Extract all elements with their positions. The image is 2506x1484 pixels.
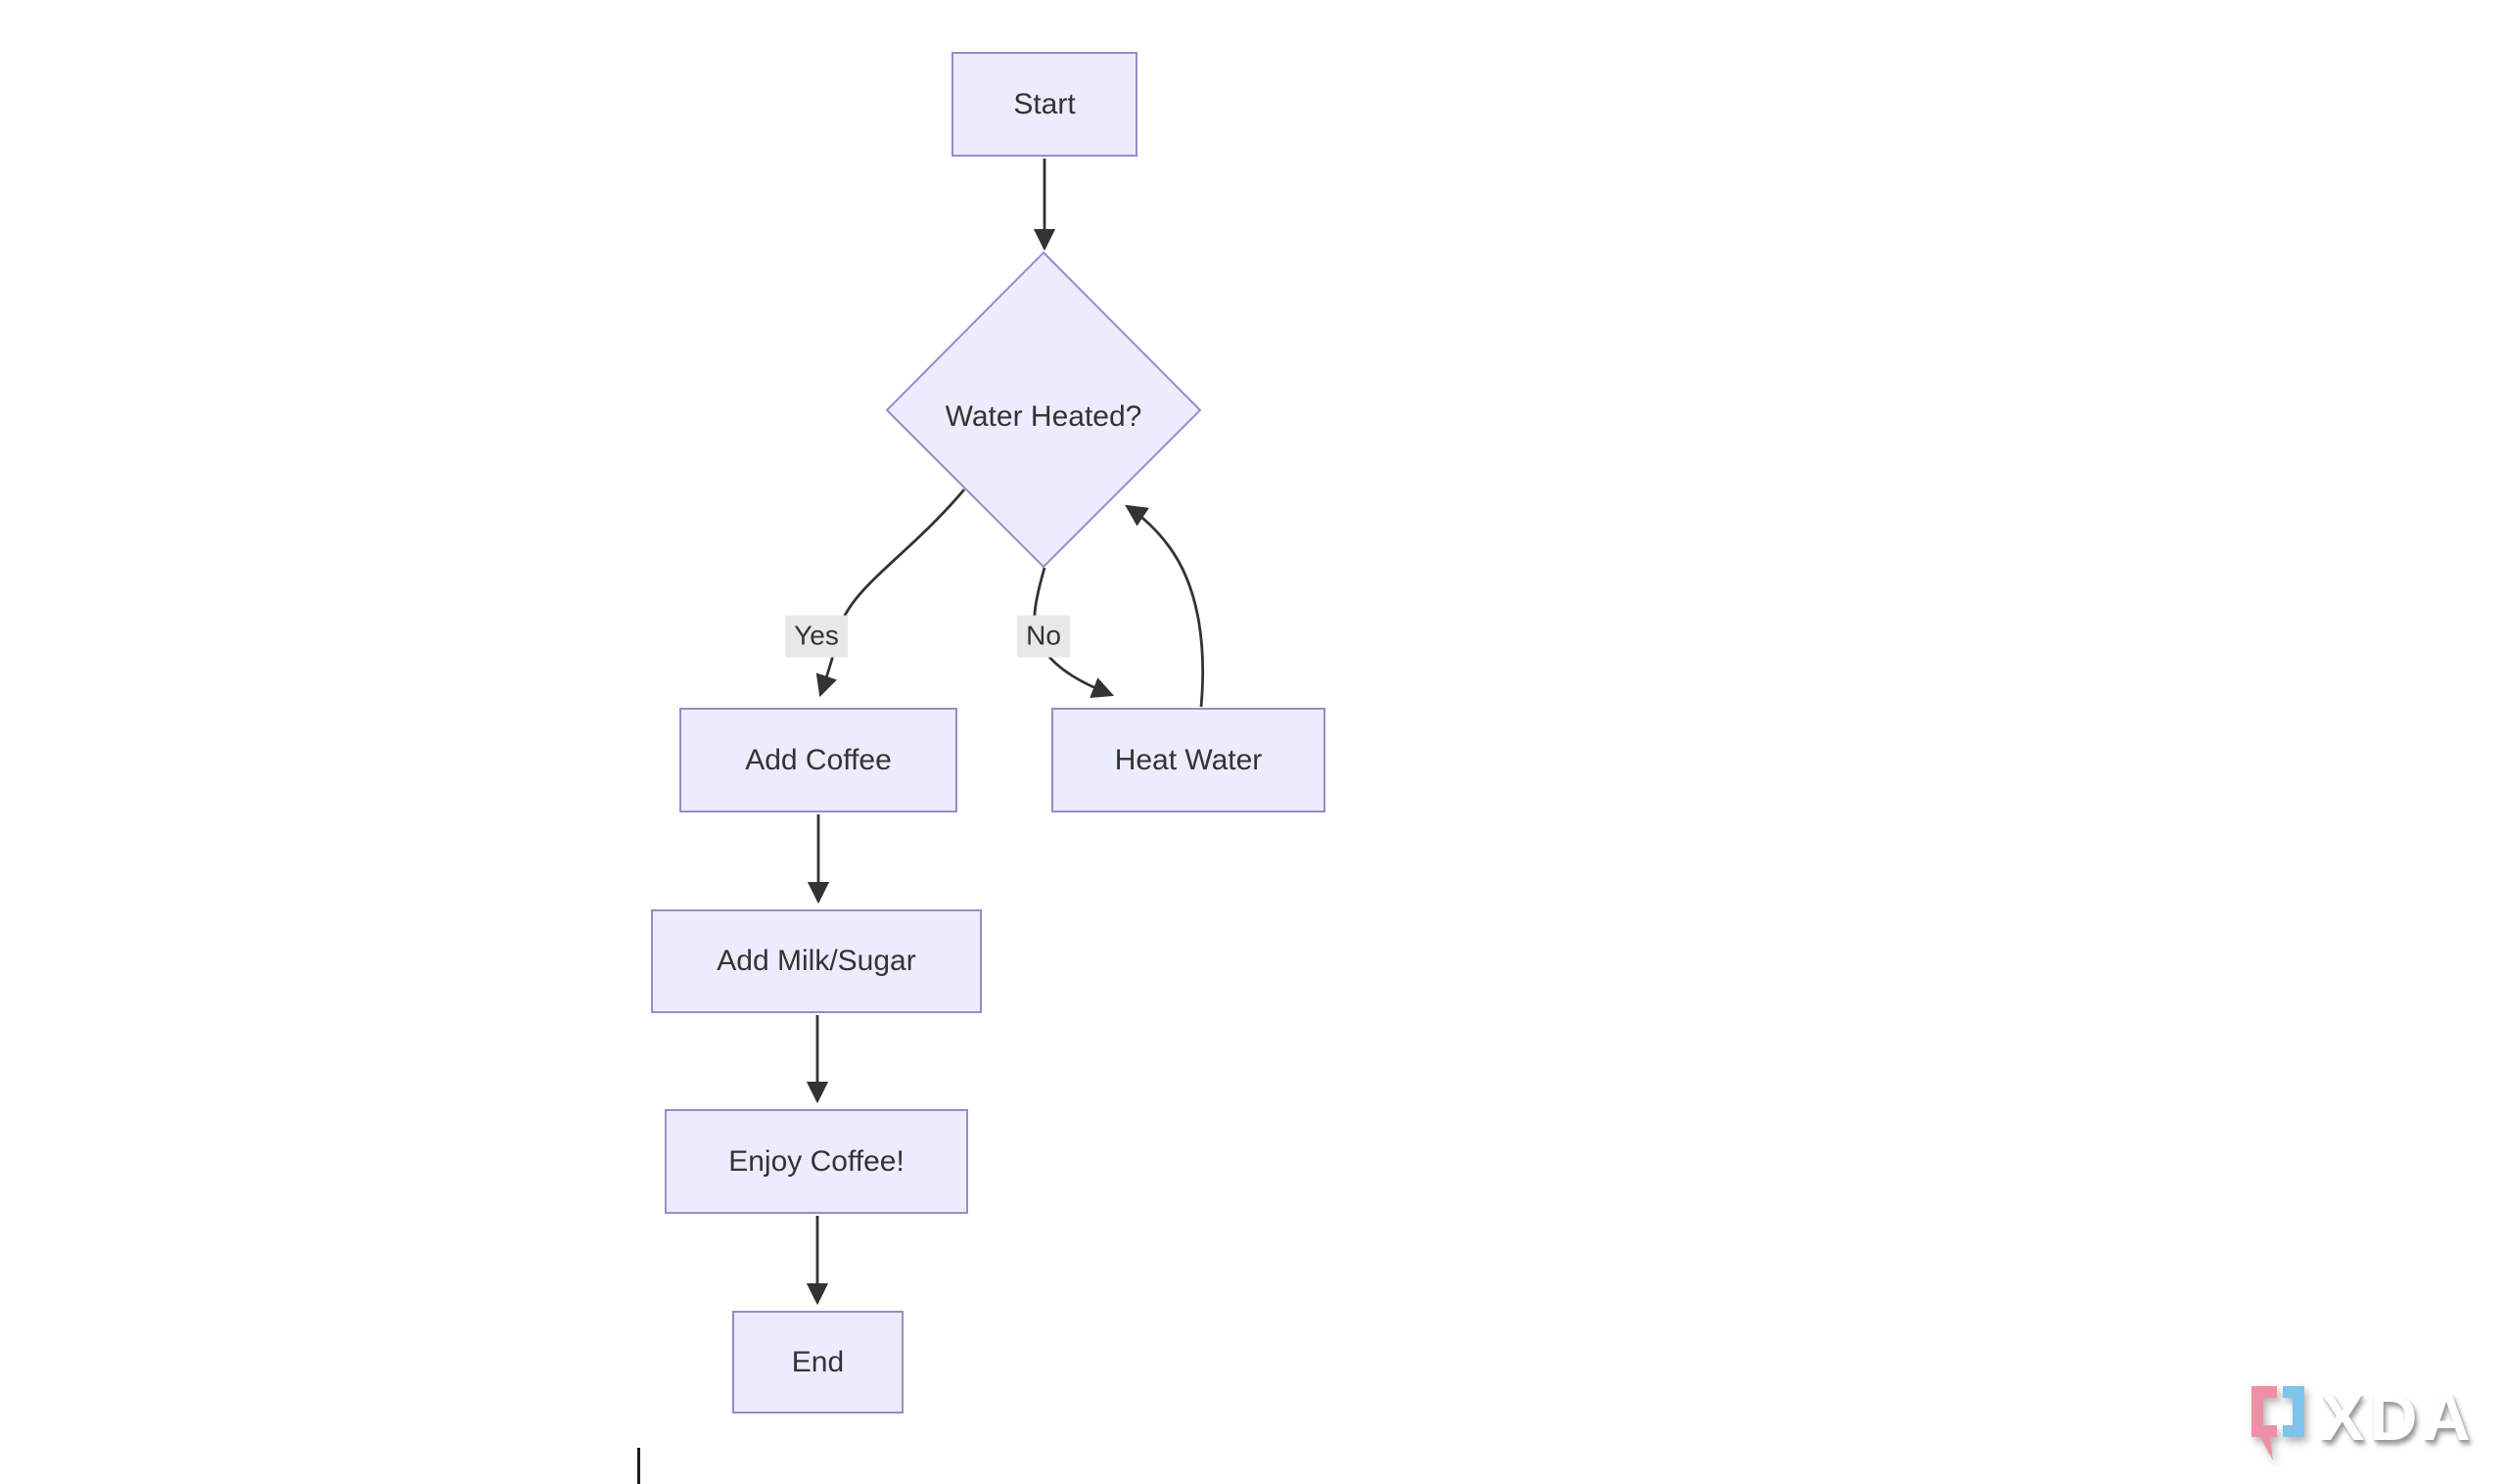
xda-watermark: XDA bbox=[2246, 1382, 2476, 1464]
xda-bracket-left bbox=[2251, 1386, 2277, 1461]
edge-label-no: No bbox=[1017, 615, 1070, 658]
node-start: Start bbox=[951, 52, 1137, 157]
node-end-label: End bbox=[791, 1345, 845, 1378]
node-decision-label: Water Heated? bbox=[945, 400, 1142, 433]
node-decision: Water Heated? bbox=[887, 254, 1200, 567]
node-add-milk-sugar: Add Milk/Sugar bbox=[651, 909, 982, 1013]
edge-heat-water-decision bbox=[1125, 504, 1205, 708]
node-add-milk-sugar-label: Add Milk/Sugar bbox=[717, 945, 916, 977]
xda-logo-icon bbox=[2251, 1386, 2304, 1461]
node-start-label: Start bbox=[1013, 87, 1076, 120]
edge-decision-add-coffee bbox=[815, 488, 966, 698]
node-heat-water: Heat Water bbox=[1051, 708, 1325, 812]
node-enjoy-coffee: Enjoy Coffee! bbox=[665, 1109, 968, 1214]
node-add-coffee-label: Add Coffee bbox=[745, 743, 892, 776]
xda-brand-text: XDA bbox=[2320, 1380, 2476, 1455]
xda-bracket-right bbox=[2283, 1386, 2304, 1437]
node-end: End bbox=[732, 1311, 904, 1414]
node-add-coffee: Add Coffee bbox=[679, 708, 957, 812]
text-caret[interactable] bbox=[637, 1448, 640, 1484]
edge-label-yes: Yes bbox=[785, 615, 848, 658]
decision-diamond-shape bbox=[885, 251, 1202, 569]
node-enjoy-coffee-label: Enjoy Coffee! bbox=[728, 1144, 905, 1178]
node-heat-water-label: Heat Water bbox=[1114, 743, 1263, 776]
